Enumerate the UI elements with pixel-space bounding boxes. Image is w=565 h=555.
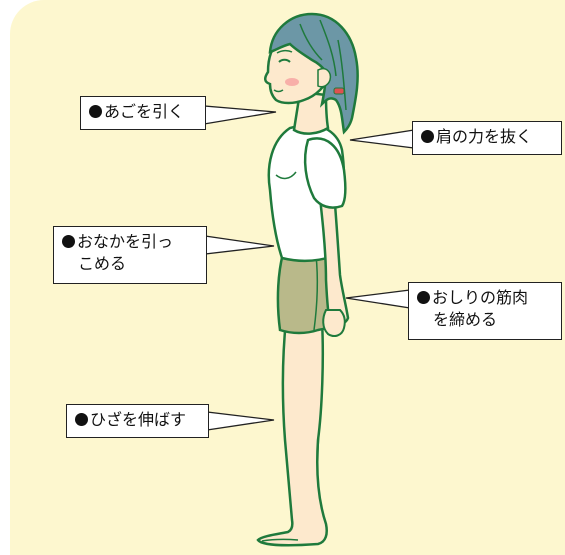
bullet-icon xyxy=(421,130,434,143)
label-buttocks: おしりの筋肉 を締める xyxy=(408,282,562,340)
belly-leader xyxy=(204,235,275,255)
label-belly-line1: おなかを引っ xyxy=(77,232,174,251)
hand xyxy=(322,309,346,337)
eye xyxy=(278,58,291,63)
label-belly: おなかを引っ こめる xyxy=(53,226,207,284)
label-chin: あごを引く xyxy=(80,96,206,130)
mouth xyxy=(273,89,284,93)
label-buttocks-line2: を締める xyxy=(433,310,498,329)
label-knees-text: ひざを伸ばす xyxy=(90,410,187,429)
bullet-icon xyxy=(417,291,430,304)
label-shoulders-text: 肩の力を抜く xyxy=(436,127,533,146)
chin-leader xyxy=(203,105,277,125)
hair-tie xyxy=(333,87,345,95)
cheek xyxy=(285,78,299,86)
sleeve xyxy=(303,137,347,209)
buttocks-leader xyxy=(345,289,411,309)
label-belly-line2: こめる xyxy=(78,254,127,273)
label-buttocks-line1: おしりの筋肉 xyxy=(432,288,529,307)
bullet-icon xyxy=(75,413,88,426)
bullet-icon xyxy=(62,235,75,248)
shoulder-leader xyxy=(349,129,415,149)
label-knees: ひざを伸ばす xyxy=(66,404,209,438)
hair xyxy=(268,12,359,135)
front-leg xyxy=(256,318,328,547)
label-shoulders: 肩の力を抜く xyxy=(412,121,562,155)
neck xyxy=(292,90,330,135)
knee-leader xyxy=(206,411,275,431)
ear xyxy=(317,68,332,88)
bullet-icon xyxy=(89,105,102,118)
label-chin-text: あごを引く xyxy=(104,102,185,121)
